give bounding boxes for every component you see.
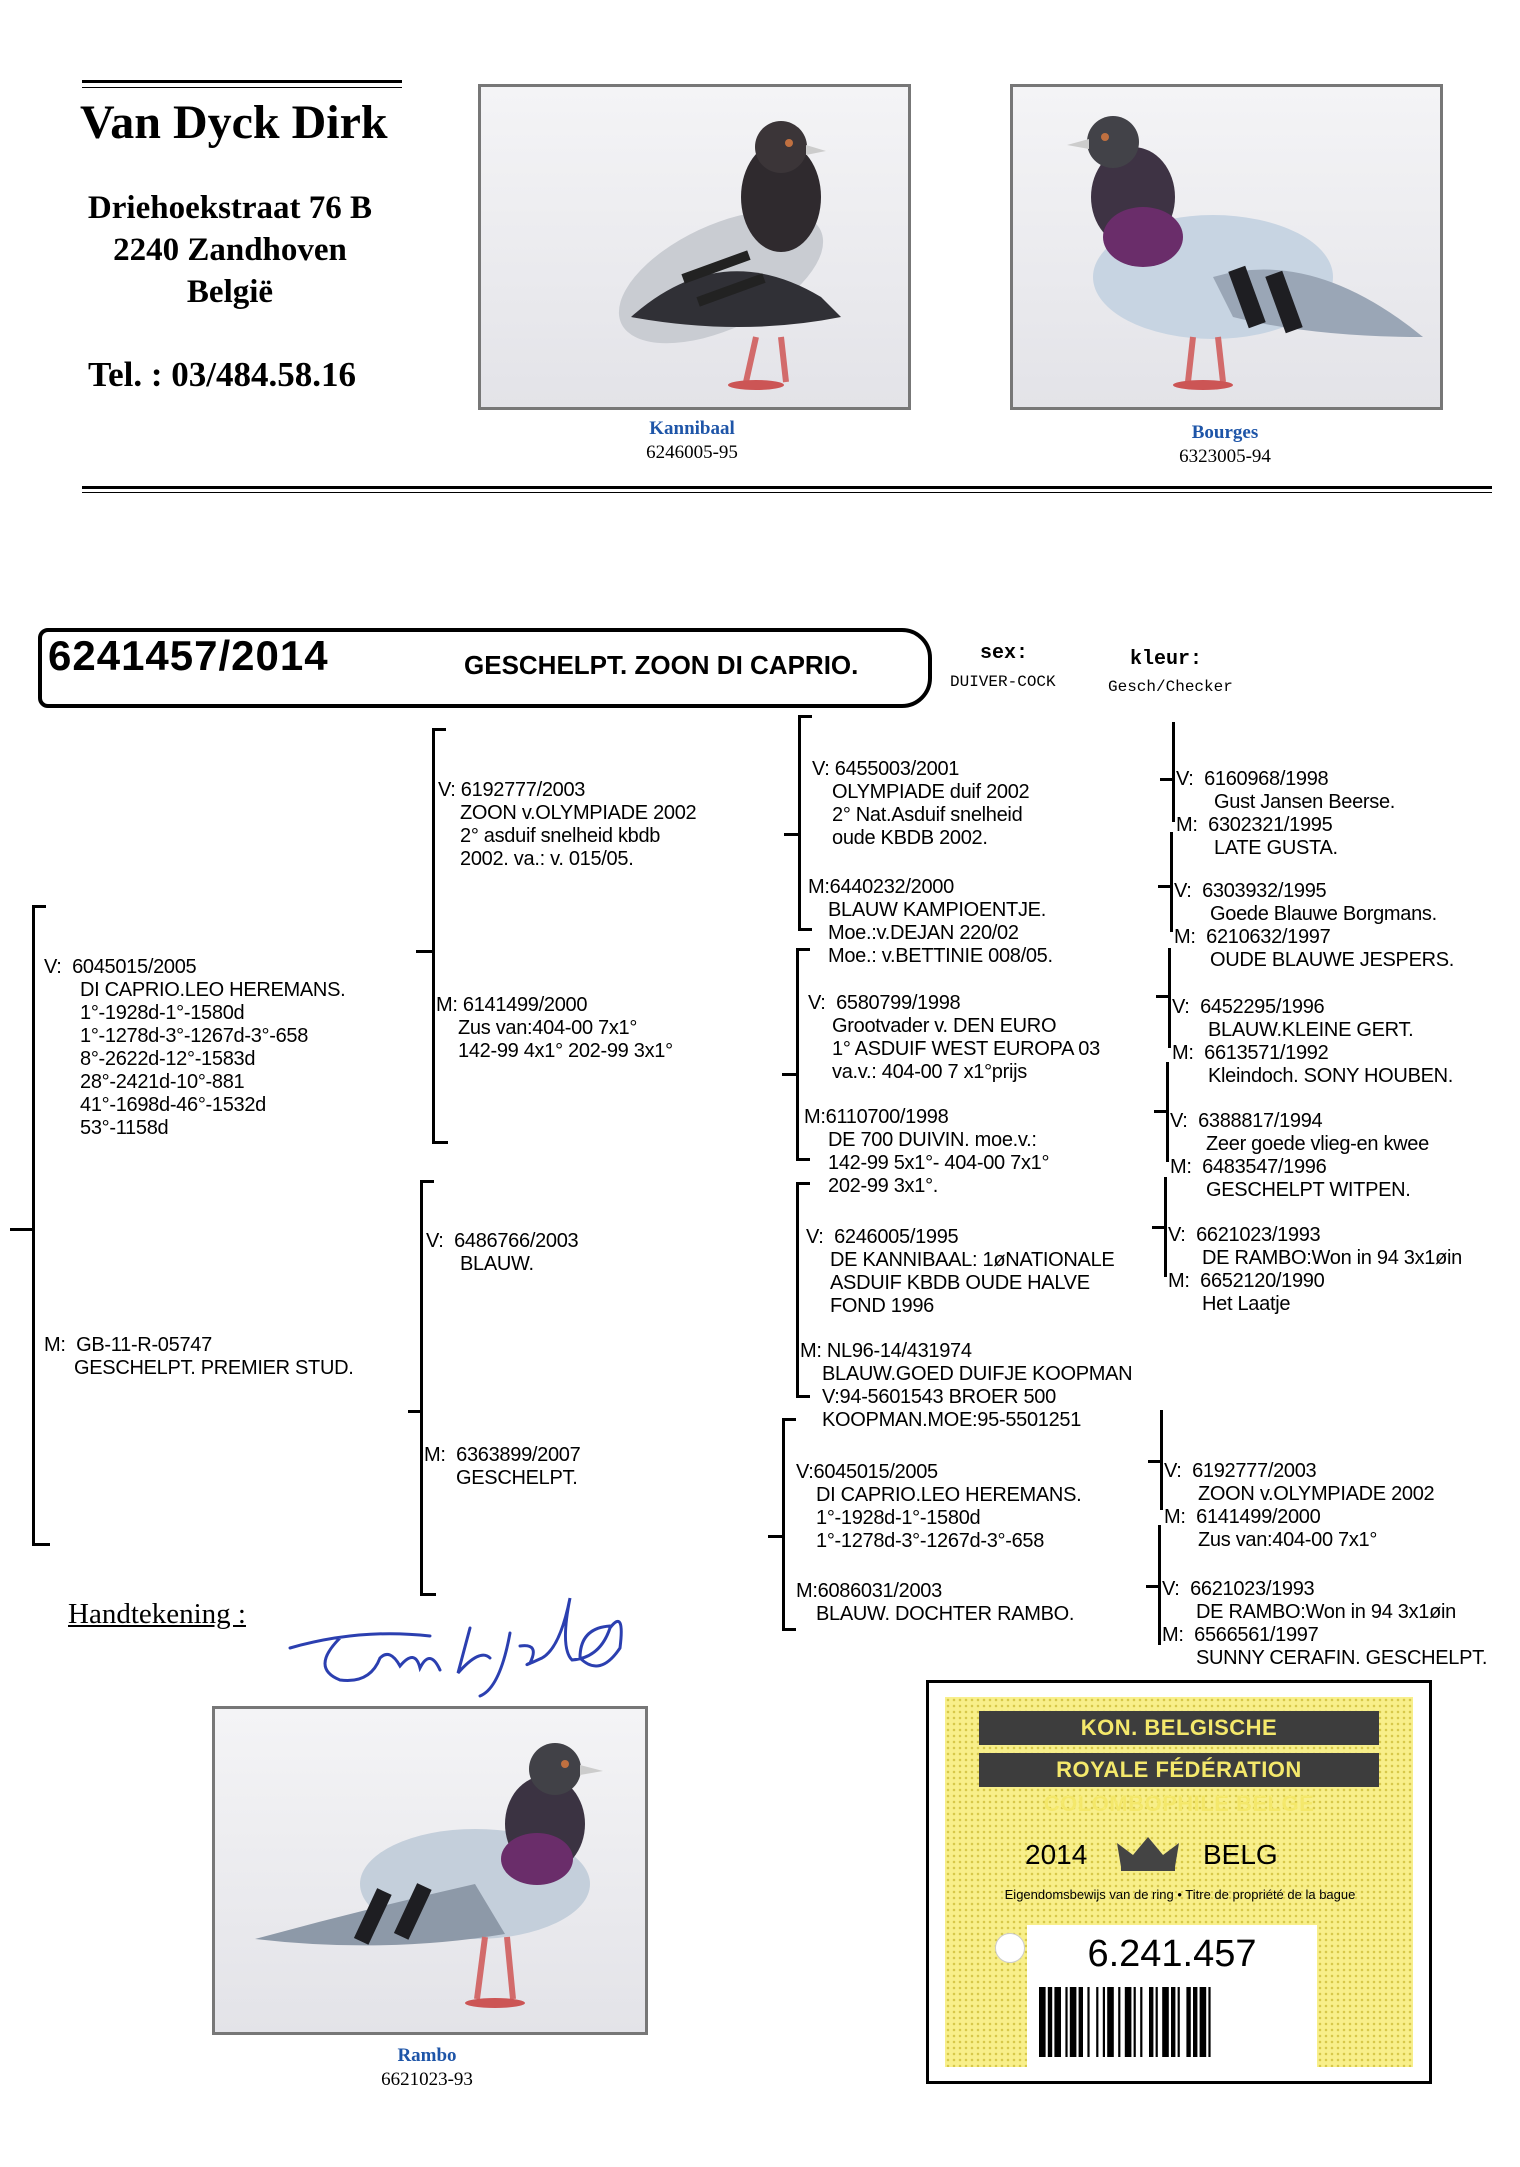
federation-name-dutch: KON. BELGISCHE DUIVENLIEFHEBBERSBOND <box>979 1711 1379 1774</box>
hole-punch <box>995 1933 1025 1963</box>
pigeon-image <box>618 121 841 390</box>
sex-value: DUIVER-COCK <box>950 673 1056 691</box>
photo-bourges <box>1010 84 1443 410</box>
photo-caption-name: Rambo <box>397 2045 457 2066</box>
ring-country: BELG <box>1203 1839 1278 1870</box>
colour-label: kleur: <box>1130 648 1203 671</box>
pigeon-description: GESCHELPT. ZOON DI CAPRIO. <box>464 650 859 680</box>
photo-caption-ring: 6323005-94 <box>1179 446 1271 467</box>
photo-rambo <box>212 1706 648 2035</box>
signature-image <box>288 1597 623 1698</box>
owner-city: 2240 Zandhoven <box>113 232 347 268</box>
colour-value: Gesch/Checker <box>1108 678 1233 696</box>
photo-kannibaal <box>478 84 911 410</box>
photo-caption-ring: 6246005-95 <box>646 442 738 463</box>
ring-certificate: KON. BELGISCHE DUIVENLIEFHEBBERSBOND ROY… <box>926 1680 1432 2084</box>
owner-country: België <box>186 274 274 310</box>
crown-icon <box>1117 1837 1179 1871</box>
federation-name-french: ROYALE FÉDÉRATION COLOMBOPHILE BELGE <box>979 1753 1379 1816</box>
photo-caption-ring: 6621023-93 <box>381 2069 473 2090</box>
pigeon-image <box>255 1743 603 2008</box>
signature-label: Handtekening : <box>68 1598 246 1630</box>
pigeon-image <box>1067 116 1423 390</box>
owner-street: Driehoekstraat 76 B <box>87 190 373 226</box>
owner-telephone: Tel. : 03/484.58.16 <box>88 355 357 394</box>
photo-caption-name: Bourges <box>1191 422 1259 443</box>
ring-ownership-proof: Eigendomsbewijs van de ring • Titre de p… <box>1004 1887 1356 1902</box>
ring-number-title: 6241457/2014 <box>48 632 329 679</box>
ring-number: 6.241.457 <box>1087 1933 1257 1975</box>
sex-label: sex: <box>980 642 1029 665</box>
photo-caption-name: Kannibaal <box>649 418 735 439</box>
barcode <box>1039 1987 1211 2057</box>
title-frame <box>38 628 932 708</box>
owner-name: Van Dyck Dirk <box>80 96 388 149</box>
ring-year: 2014 <box>1025 1839 1088 1870</box>
